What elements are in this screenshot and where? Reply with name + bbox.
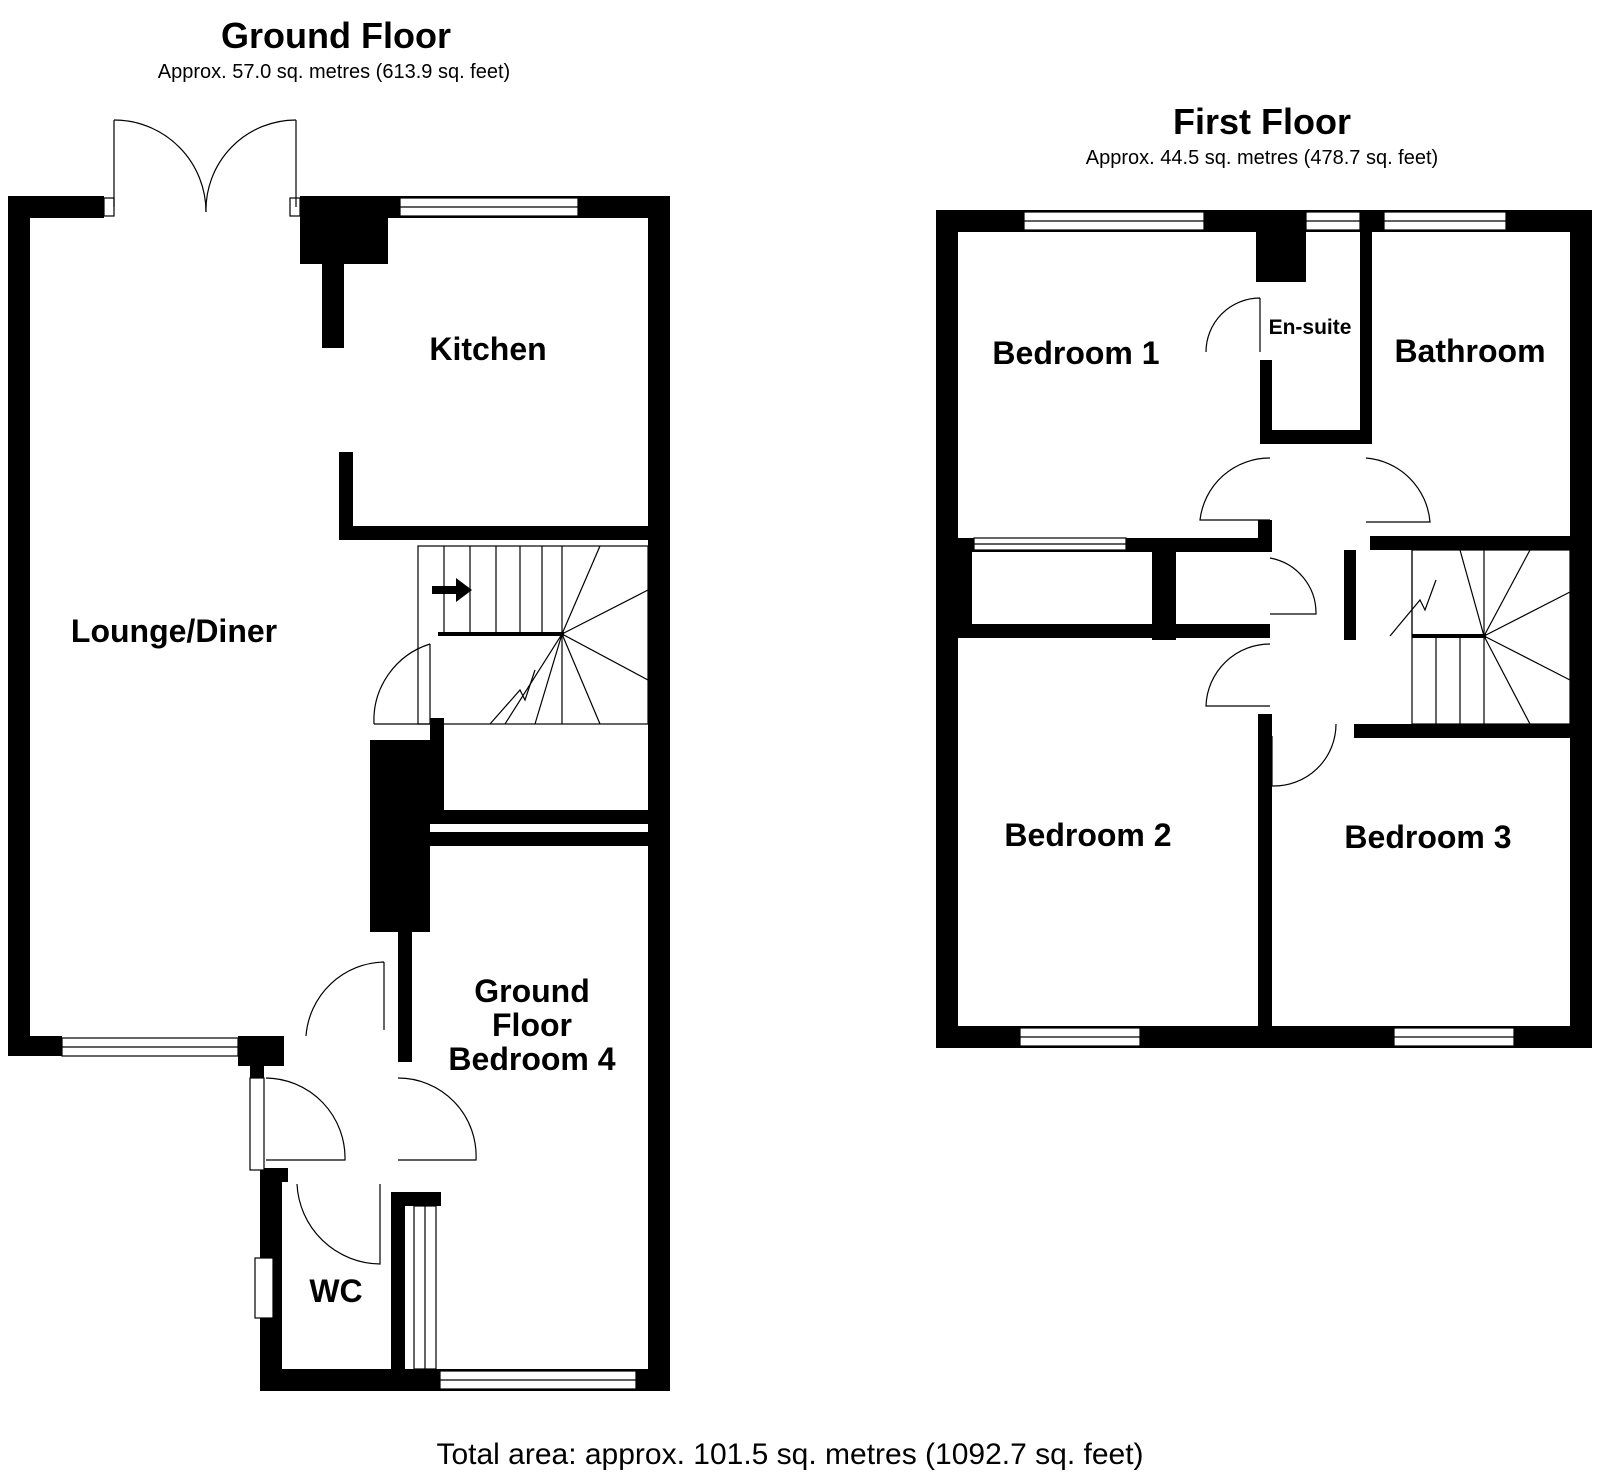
ff-ensuite-bottom [1260,430,1372,444]
gf-french-door-right-arc [205,119,297,213]
ff-bed3-top [1354,724,1582,738]
gf-wc-right [391,1192,405,1382]
gf-french-door-right-jamb [289,197,301,217]
gf-wall-bottom-mid [238,1036,284,1066]
ff-bed2-door [1205,643,1271,707]
ff-bed3-door [1271,723,1337,787]
room-label-bedroom1: Bedroom 1 [992,335,1159,371]
first-floor-area: Approx. 44.5 sq. metres (478.7 sq. feet) [1086,147,1438,169]
gf-wc-door [296,1183,381,1265]
ground-floor-title: Ground Floor [221,15,451,56]
ff-stair-winder [1483,591,1571,637]
room-label-kitchen: Kitchen [429,331,546,367]
gf-kitchen-wall-bottom [339,526,659,540]
gf-stair-winder [561,633,649,681]
ff-stair-winder [1459,549,1485,637]
room-label-bathroom: Bathroom [1394,333,1545,369]
ff-stair-winder [1483,549,1531,637]
total-area: Total area: approx. 101.5 sq. metres (10… [436,1438,1143,1471]
gf-stair-winder [561,545,601,635]
ff-ensuite-right [1360,210,1372,444]
gf-wall-bottom-lounge [8,1036,62,1056]
gf-lobby-left [250,1064,264,1078]
ff-stair-rail [1412,634,1486,638]
room-label-bedroom4-line2: Floor [492,1007,572,1043]
gf-wall-top-left [8,196,104,218]
ff-stair-break [1389,579,1437,637]
room-label-bedroom3: Bedroom 3 [1344,819,1511,855]
ff-bathroom-door [1365,457,1431,523]
gf-bed4-wall-left [398,832,412,1062]
ff-stair-left-wall [1344,550,1356,640]
ff-cupboard-left [958,552,972,638]
gf-lobby-door-arc [305,961,385,1037]
first-floor-plan: Bedroom 1 En-suite Bathroom Bedroom 2 Be… [936,101,1592,1048]
gf-wc-top-left [260,1168,288,1182]
gf-stair-break [489,669,536,725]
gf-stair-winder [561,589,649,635]
gf-french-door-left-arc [113,119,207,213]
gf-hall-wall [430,718,444,823]
gf-lobby-window [249,1077,265,1171]
ff-cupboard-right [1152,538,1176,640]
ff-cupboard-door [1269,557,1317,615]
ff-wall-left [936,210,958,1048]
gf-stair-winder [504,633,563,725]
room-label-ensuite: En-suite [1269,316,1352,339]
ff-staircase [1389,549,1571,725]
gf-hall-bottom [430,810,659,824]
ff-chimney [1256,210,1306,282]
ff-bed1-door [1199,457,1271,521]
gf-wc-window [254,1257,274,1319]
gf-stair-arrow [432,578,472,602]
room-label-wc: WC [309,1273,362,1309]
gf-lobby-inner-door [265,1077,346,1161]
ff-ensuite-left [1260,360,1272,444]
room-label-bedroom2: Bedroom 2 [1004,817,1171,853]
gf-staircase [417,545,649,725]
gf-chimney-stem [322,196,344,348]
ff-bed2-right [1258,714,1272,1040]
room-label-bedroom4-line3: Bedroom 4 [448,1041,615,1077]
ff-cupboard-bottom [958,624,1270,638]
gf-stair-rail [438,632,564,636]
gf-wall-left [8,196,30,1056]
gf-stair-winder [534,633,563,725]
ff-stair-winder [1483,635,1531,725]
ff-stair-winder [1483,635,1571,681]
ff-bathroom-bottom [1370,536,1582,550]
first-floor-title: First Floor [1173,101,1351,142]
gf-hall-door-arc [373,643,431,725]
ground-floor-area: Approx. 57.0 sq. metres (613.9 sq. feet) [158,61,510,83]
gf-wc-top-right [391,1192,441,1206]
gf-kitchen-wall-left [339,452,353,540]
gf-bed4-door-arc [397,1077,477,1161]
room-label-lounge-diner: Lounge/Diner [71,613,277,649]
ff-ensuite-door [1205,297,1261,353]
room-label-bedroom4-line1: Ground [474,973,590,1009]
ff-wall-right [1570,210,1592,1048]
gf-wall-right [648,196,670,1391]
gf-french-door-left-jamb [103,197,115,217]
gf-bed4-wall-top [398,832,659,846]
gf-stair-box [417,545,649,725]
ff-bed1-vertical [1258,520,1272,552]
gf-stair-winder [561,633,601,725]
ground-floor-plan: Kitchen Lounge/Diner Ground Floor Bedroo… [8,15,670,1391]
